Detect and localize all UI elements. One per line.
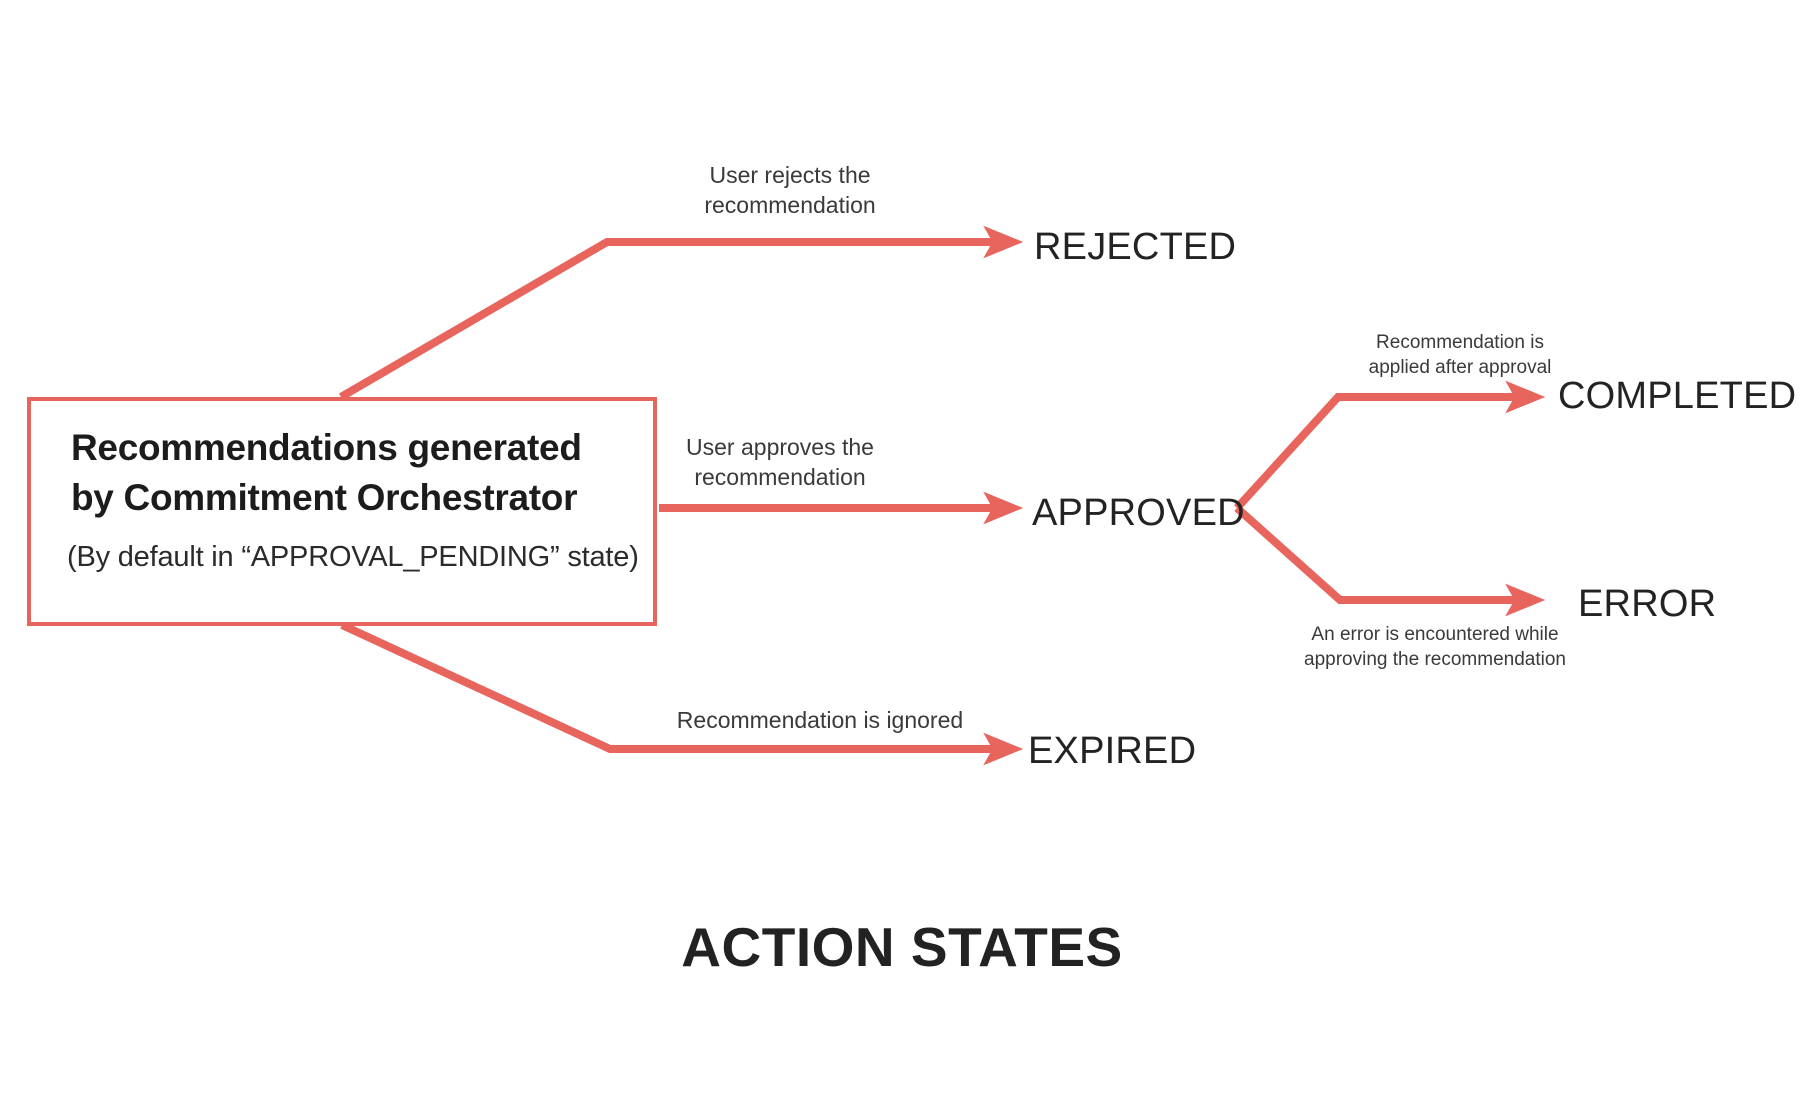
source-node-subtitle: (By default in “APPROVAL_PENDING” state) [67,541,639,573]
source-node-box: Recommendations generated by Commitment … [27,397,657,626]
state-node-completed: COMPLETED [1558,375,1797,417]
state-node-error: ERROR [1578,583,1717,625]
state-node-approved: APPROVED [1032,492,1245,534]
edge-source-to-rejected [338,225,1024,401]
figure-title: ACTION STATES [681,916,1123,978]
edge-label-expired: Recommendation is ignored [676,707,964,733]
source-node-title: Recommendations generated by Commitment … [71,427,582,518]
edge-label-error: An error is encountered while approving … [1304,624,1566,671]
edge-label-approved: User approves the recommendation [686,434,874,491]
state-node-rejected: REJECTED [1034,226,1237,268]
edge-approved-to-error [1234,505,1546,617]
edge-label-rejected: User rejects the recommendation [704,162,876,219]
edge-source-to-expired [340,621,1024,766]
edge-approved-to-completed [1234,380,1546,511]
state-node-expired: EXPIRED [1028,730,1197,772]
edge-label-completed: Recommendation is applied after approval [1368,332,1552,379]
